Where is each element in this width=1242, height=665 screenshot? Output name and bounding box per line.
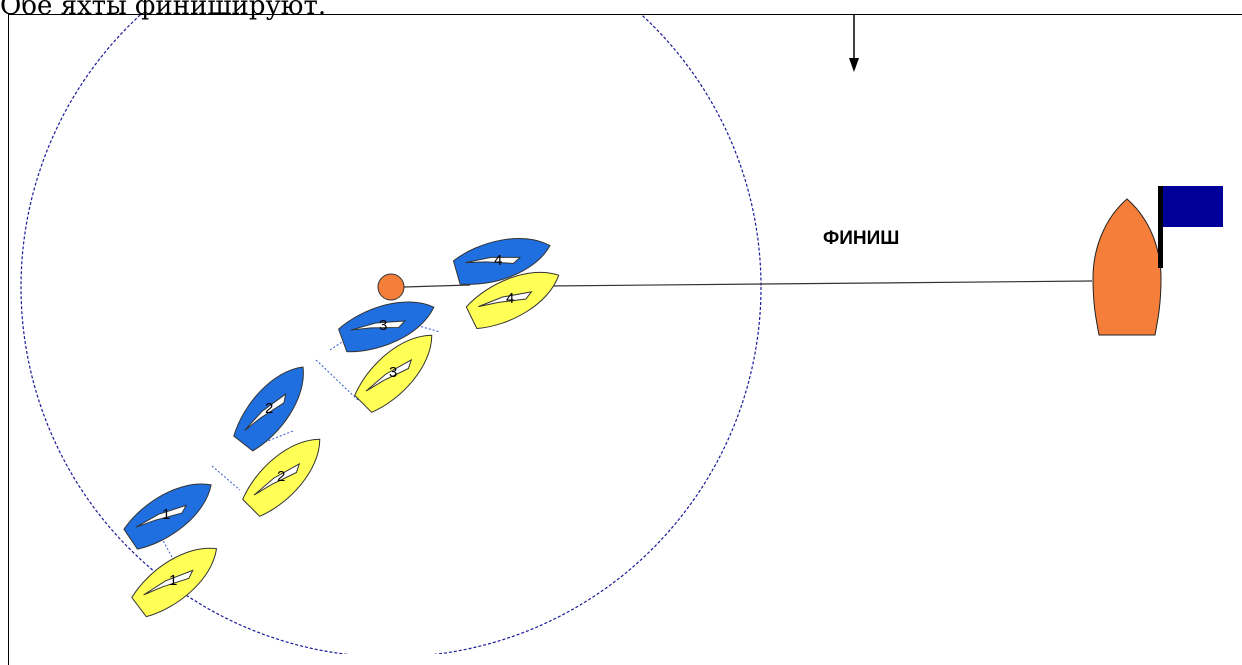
yellow-boat-3-label: 3 <box>389 364 397 381</box>
finish-label: ФИНИШ <box>823 228 899 249</box>
yellow-boat-4-label: 4 <box>506 290 514 307</box>
yellow-boat-3: 3 <box>349 321 446 418</box>
blue-boat-1-label: 1 <box>162 506 170 523</box>
blue-boat-3: 3 <box>335 288 441 360</box>
blue-boat-2: 2 <box>227 354 319 456</box>
finish-line <box>547 280 1093 287</box>
zone-circle <box>20 15 762 654</box>
blue-boat-4-label: 4 <box>494 252 502 269</box>
blue-boat-1: 1 <box>119 468 223 556</box>
finish-mark <box>377 273 405 301</box>
wind-arrow-icon <box>849 15 859 72</box>
committee-boat <box>1092 198 1162 336</box>
flag-icon <box>1158 186 1223 268</box>
blue-boat-4: 4 <box>450 226 556 292</box>
yellow-boat-1: 1 <box>126 532 229 623</box>
yellow-boat-2: 2 <box>237 425 334 522</box>
caption: Обе яхты финишируют. <box>0 0 327 21</box>
yellow-boat-4: 4 <box>462 257 568 336</box>
diagram-frame <box>8 14 1242 665</box>
blue-boat-2-label: 2 <box>265 400 273 417</box>
yellow-boat-1-label: 1 <box>169 572 177 589</box>
mark-line <box>403 284 471 288</box>
blue-boat-3-label: 3 <box>379 317 387 334</box>
yellow-boat-2-label: 2 <box>277 468 285 485</box>
